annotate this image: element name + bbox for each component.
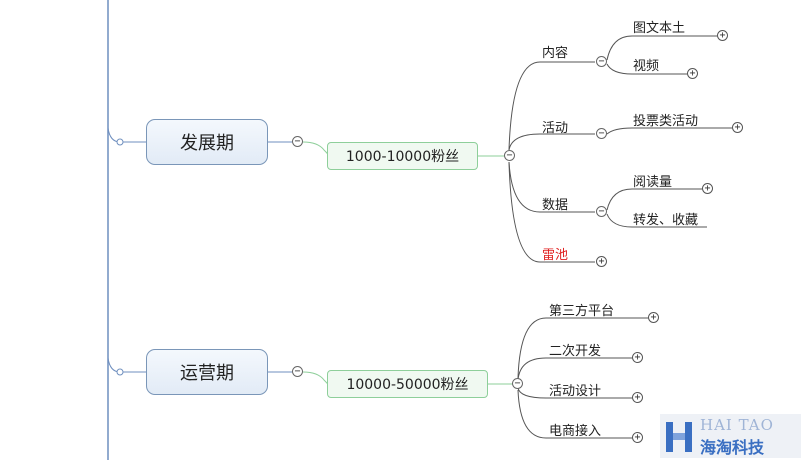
collapse-icon[interactable]: −	[504, 150, 515, 161]
logo-mark-icon	[666, 422, 692, 452]
phase-node-development[interactable]: 发展期	[146, 119, 268, 165]
topic-data[interactable]: 数据	[542, 198, 569, 213]
topic-activity-design[interactable]: 活动设计	[549, 384, 602, 399]
collapse-icon[interactable]: −	[292, 366, 303, 377]
topic-secondary-development[interactable]: 二次开发	[549, 344, 602, 359]
logo-text-cn: 海淘科技	[700, 438, 765, 457]
expand-icon[interactable]: +	[596, 256, 607, 267]
expand-icon[interactable]: +	[732, 122, 743, 133]
logo-text-en: HAI TAO	[700, 416, 774, 434]
expand-icon[interactable]: +	[717, 30, 728, 41]
topic-content[interactable]: 内容	[542, 46, 569, 61]
topic-third-party-platform[interactable]: 第三方平台	[549, 304, 615, 319]
fans-node-operation[interactable]: 10000-50000粉丝	[327, 370, 488, 398]
haitao-logo: HAI TAO 海淘科技	[660, 414, 801, 458]
collapse-icon[interactable]: −	[512, 378, 523, 389]
topic-video[interactable]: 视频	[633, 59, 660, 74]
collapse-icon[interactable]: −	[292, 136, 303, 147]
collapse-icon[interactable]: −	[596, 56, 607, 67]
expand-icon[interactable]: +	[632, 392, 643, 403]
expand-icon[interactable]: +	[632, 432, 643, 443]
topic-voting-activities[interactable]: 投票类活动	[633, 114, 699, 129]
topic-risk-zone[interactable]: 雷池	[542, 248, 569, 263]
expand-icon[interactable]: +	[687, 68, 698, 79]
collapse-icon[interactable]: −	[596, 206, 607, 217]
phase-node-operation[interactable]: 运营期	[146, 349, 268, 395]
topic-local-articles[interactable]: 图文本土	[633, 21, 686, 36]
fans-node-development[interactable]: 1000-10000粉丝	[327, 142, 478, 170]
topic-read-count[interactable]: 阅读量	[633, 175, 673, 190]
collapse-icon[interactable]: −	[596, 128, 607, 139]
topic-shares-favorites[interactable]: 转发、收藏	[633, 213, 699, 228]
expand-icon[interactable]: +	[702, 183, 713, 194]
topic-ecommerce-integration[interactable]: 电商接入	[549, 424, 602, 439]
expand-icon[interactable]: +	[648, 312, 659, 323]
topic-activities[interactable]: 活动	[542, 121, 569, 136]
expand-icon[interactable]: +	[632, 352, 643, 363]
